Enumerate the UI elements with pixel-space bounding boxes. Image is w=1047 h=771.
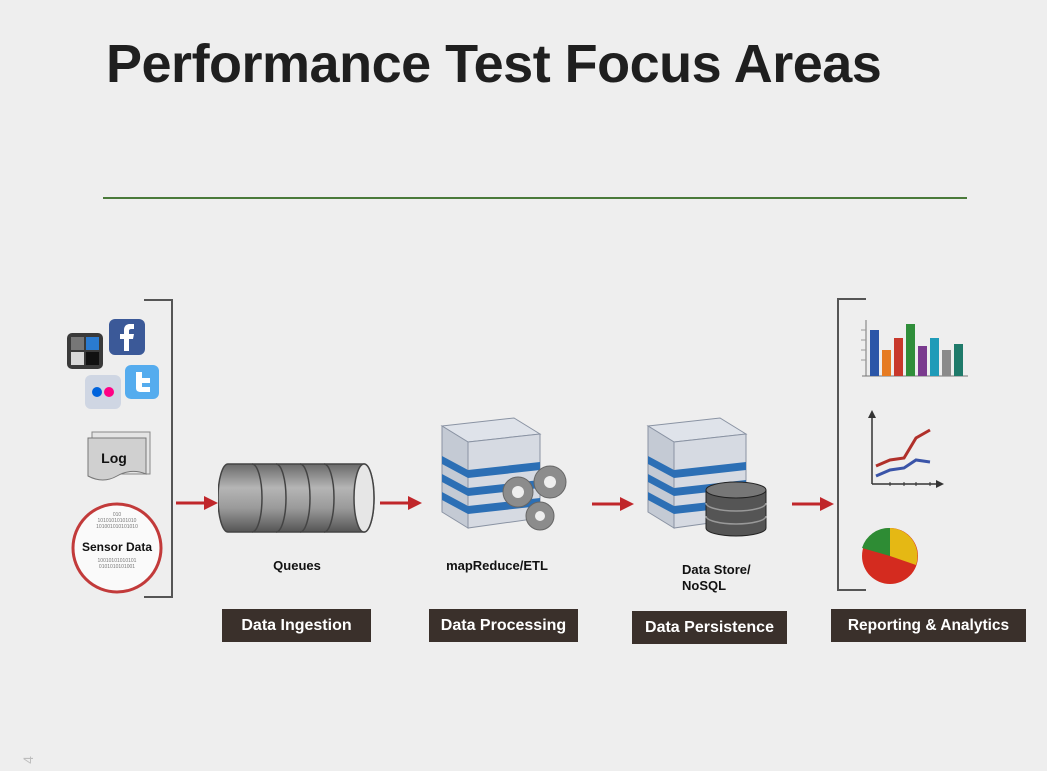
page-number: 4 xyxy=(19,756,36,764)
queues-label: Queues xyxy=(273,558,321,573)
twitter-icon xyxy=(125,365,159,399)
right-arrow-icon xyxy=(176,496,218,510)
bar-chart-icon xyxy=(861,320,968,377)
server-database-icon xyxy=(646,417,767,537)
reporting-bracket xyxy=(837,298,866,591)
slide-title: Performance Test Focus Areas xyxy=(106,34,882,94)
line-chart-icon xyxy=(868,410,944,488)
sensor-bits-line: 0101010101001 xyxy=(98,564,136,570)
server-gears-icon xyxy=(440,417,567,531)
sensor-data-icon xyxy=(71,502,163,594)
stage-data-processing: Data Processing xyxy=(429,609,578,642)
facebook-icon xyxy=(109,319,145,355)
pie-chart-icon xyxy=(862,527,918,584)
queue-cylinder-icon xyxy=(218,463,375,533)
sources-bracket xyxy=(144,299,173,598)
datastore-label-line: Data Store/ xyxy=(682,562,751,577)
right-arrow-icon xyxy=(592,497,634,511)
flickr-icon xyxy=(85,375,121,409)
stage-data-persistence: Data Persistence xyxy=(632,611,787,644)
right-arrow-icon xyxy=(380,496,422,510)
sensor-bits-line: 101001010101010 xyxy=(96,524,138,530)
right-arrow-icon xyxy=(792,497,834,511)
sensor-bits-top: 010 10101010101010 101001010101010 xyxy=(70,512,164,530)
log-label: Log xyxy=(101,450,127,466)
mapreduce-label: mapReduce/ETL xyxy=(446,558,548,573)
windows-icon xyxy=(67,333,103,369)
sensor-bits-line: 010 xyxy=(112,512,122,518)
sensor-bits-bottom: 10010101010101 0101010101001 xyxy=(70,558,164,570)
datastore-label: Data Store/ NoSQL xyxy=(682,562,792,594)
log-document-icon xyxy=(87,431,151,481)
title-underline xyxy=(103,197,967,199)
sensor-bits-line: 10010101010101 xyxy=(97,558,137,564)
sensor-bits-line: 10101010101010 xyxy=(97,518,137,524)
sensor-data-label: Sensor Data xyxy=(81,540,153,554)
stage-reporting-analytics: Reporting & Analytics xyxy=(831,609,1026,642)
stage-data-ingestion: Data Ingestion xyxy=(222,609,371,642)
datastore-label-line: NoSQL xyxy=(682,578,727,593)
